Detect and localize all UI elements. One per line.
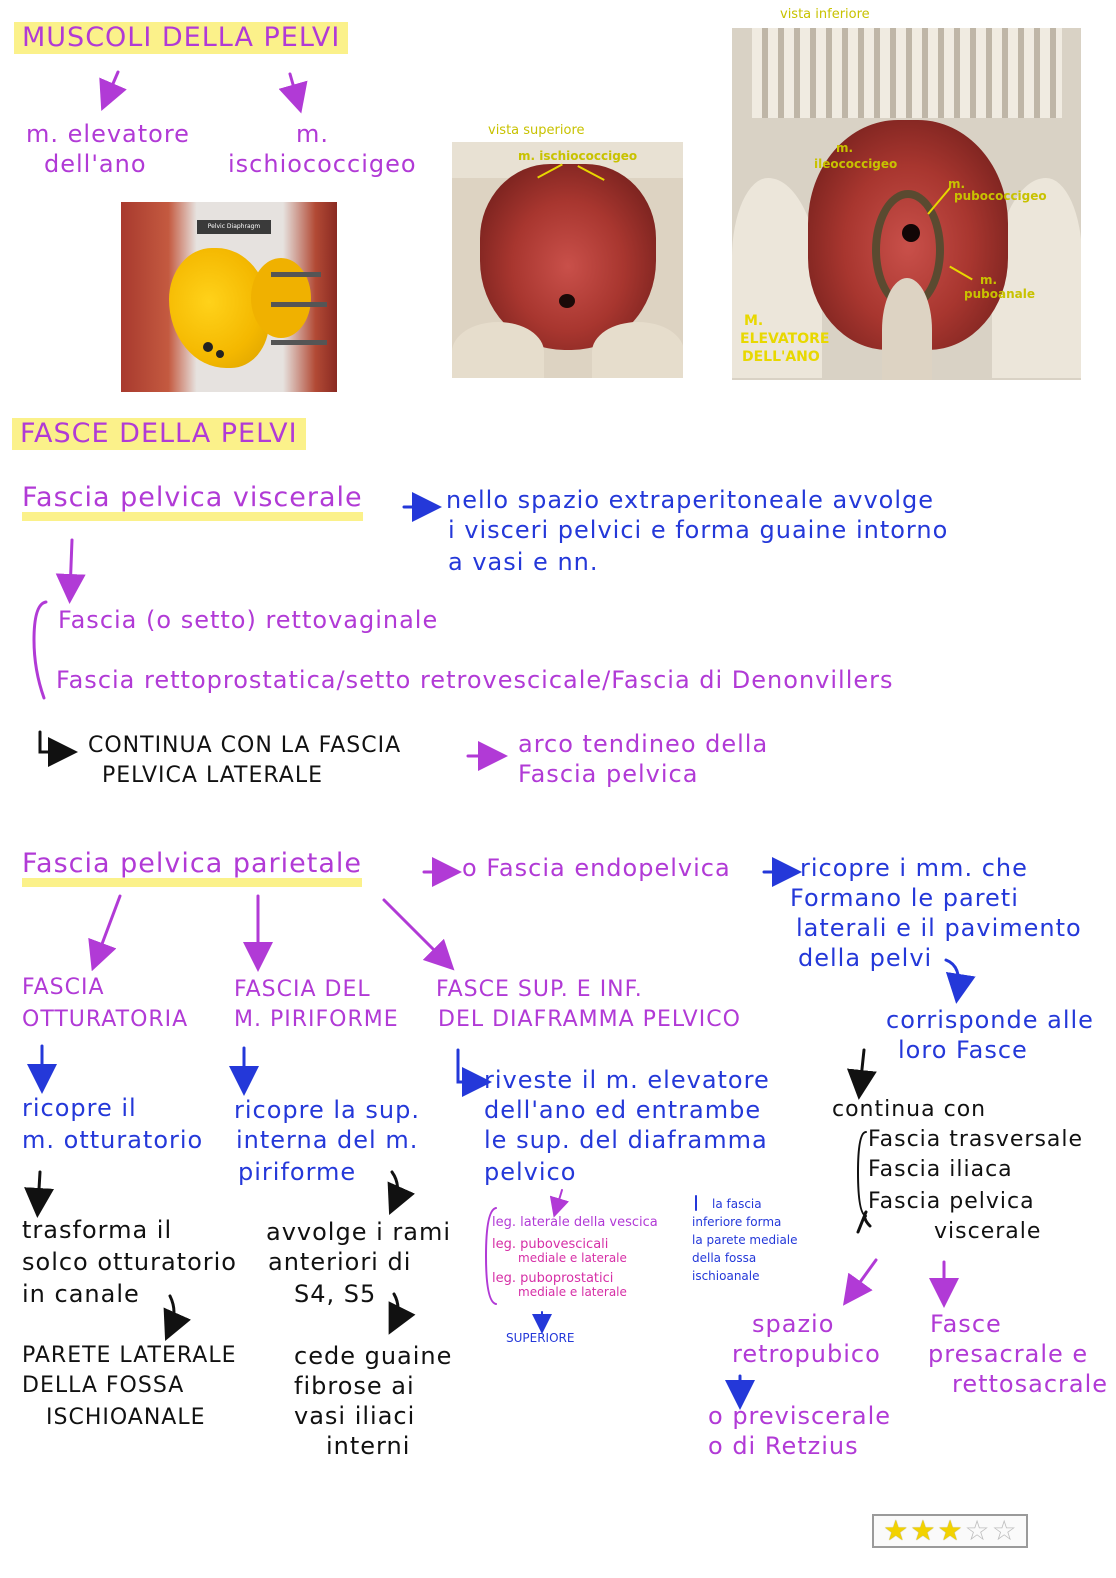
visc-continua-2: PELVICA LATERALE	[102, 763, 323, 788]
section-title-fasce: FASCE DELLA PELVI	[12, 418, 306, 451]
par-desc-4: della pelvi	[798, 944, 933, 972]
dia-desc-1: riveste il m. elevatore	[484, 1066, 770, 1094]
label-m-ileo: m.	[836, 141, 854, 155]
anatomy-image-superior-view: m. ischiococcigeo	[452, 142, 683, 378]
label-ischio: m.	[296, 120, 330, 148]
pir-title-1: FASCIA DEL	[234, 977, 371, 1002]
obt-f2: DELLA FOSSA	[22, 1373, 185, 1398]
dia-superiore: SUPERIORE	[506, 1331, 575, 1345]
fasce-presacrale-1: Fasce	[930, 1310, 1002, 1338]
obt-e3: in canale	[22, 1280, 140, 1308]
pir-desc-1: ricopre la sup.	[234, 1096, 420, 1124]
fasce-presacrale-2: presacrale e	[928, 1340, 1089, 1368]
heading-fascia-parietale: Fascia pelvica parietale	[22, 849, 362, 888]
pir-f1: cede guaine	[294, 1342, 453, 1370]
label-big-dellano: DELL'ANO	[742, 349, 820, 365]
par-cont-pelvica: Fascia pelvica	[868, 1189, 1035, 1214]
par-endopelvica: o Fascia endopelvica	[462, 854, 731, 882]
star-filled-icon: ★	[910, 1514, 936, 1547]
caption-vista-superiore: vista superiore	[488, 123, 585, 138]
visc-desc-2: i visceri pelvici e forma guaine intorno	[448, 516, 949, 544]
dia-leg-3b: mediale e laterale	[518, 1285, 627, 1299]
dia-desc-3: le sup. del diaframma	[484, 1126, 768, 1154]
star-empty-icon: ☆	[991, 1514, 1017, 1547]
obt-e1: trasforma il	[22, 1216, 173, 1244]
visc-arco-2: Fascia pelvica	[518, 760, 699, 788]
obt-desc-1: ricopre il	[22, 1094, 137, 1122]
dia-leg-2: leg. pubovescicali	[492, 1237, 609, 1252]
par-continua-con: continua con	[832, 1097, 987, 1122]
par-desc-1: ricopre i mm. che	[800, 854, 1028, 882]
obt-f3: ISCHIOANALE	[46, 1405, 206, 1430]
pir-title-2: M. PIRIFORME	[234, 1007, 399, 1032]
star-filled-icon: ★	[937, 1514, 963, 1547]
dia-title-1: FASCE SUP. E INF.	[436, 977, 643, 1002]
pir-f3: vasi iliaci	[294, 1402, 416, 1430]
dia-title-2: DEL DIAFRAMMA PELVICO	[438, 1007, 741, 1032]
par-cont-trasversale: Fascia trasversale	[868, 1127, 1084, 1152]
fasce-presacrale-3: rettosacrale	[952, 1370, 1109, 1398]
pir-e3: S4, S5	[294, 1280, 377, 1308]
section-title-muscoli: MUSCOLI DELLA PELVI	[14, 22, 349, 55]
par-desc-2: Formano le pareti	[790, 884, 1019, 912]
dia-desc-2: dell'ano ed entrambe	[484, 1096, 762, 1124]
pir-desc-2: interna del m.	[236, 1126, 419, 1154]
label-ischio-b: ischiococcigeo	[228, 150, 417, 178]
label-pubococcigeo-img: pubococcigeo	[954, 189, 1047, 203]
star-filled-icon: ★	[883, 1514, 909, 1547]
label-big-m: M.	[744, 313, 764, 329]
dia-r3: la parete mediale	[692, 1233, 798, 1247]
obt-desc-2: m. otturatorio	[22, 1126, 204, 1154]
visc-item-rettovaginale: Fascia (o setto) rettovaginale	[58, 606, 439, 634]
dia-desc-4: pelvico	[484, 1158, 577, 1186]
dia-leg-3: leg. puboprostatici	[492, 1271, 614, 1286]
dia-r1: la fascia	[712, 1197, 762, 1211]
label-puboanale-img: puboanale	[964, 287, 1035, 301]
caption-vista-inferiore: vista inferiore	[780, 7, 870, 22]
anatomy-image-inferior-view: m. ileococcigeo m. pubococcigeo m. puboa…	[732, 28, 1081, 380]
dia-r4: della fossa	[692, 1251, 757, 1265]
visc-arco-1: arco tendineo della	[518, 730, 769, 758]
dia-r2: inferiore forma	[692, 1215, 782, 1229]
spazio-2: retropubico	[732, 1340, 881, 1368]
obt-e2: solco otturatorio	[22, 1248, 237, 1276]
heading-fascia-viscerale: Fascia pelvica viscerale	[22, 483, 363, 522]
obt-title-2: OTTURATORIA	[22, 1007, 189, 1032]
pir-e2: anteriori di	[268, 1248, 412, 1276]
label-m-puboanale: m.	[980, 273, 998, 287]
dia-r5: ischioanale	[692, 1269, 760, 1283]
par-cont-iliaca: Fascia iliaca	[868, 1157, 1013, 1182]
pir-f2: fibrose ai	[294, 1372, 415, 1400]
par-corrisponde-2: loro Fasce	[898, 1036, 1028, 1064]
label-elevatore: m. elevatore	[26, 120, 190, 148]
obt-f1: PARETE LATERALE	[22, 1343, 237, 1368]
pir-desc-3: piriforme	[238, 1158, 357, 1186]
label-ileococcigeo-img: ileococcigeo	[814, 157, 898, 171]
spazio-4: o di Retzius	[708, 1432, 859, 1460]
visc-item-rettoprostatica: Fascia rettoprostatica/setto retrovescic…	[56, 666, 894, 694]
label-m-pubo: m.	[948, 177, 966, 191]
spazio-1: spazio	[752, 1310, 835, 1338]
rating-stars: ★★★☆☆	[872, 1514, 1028, 1548]
visc-desc-3: a vasi e nn.	[448, 548, 599, 576]
par-cont-viscerale: viscerale	[934, 1219, 1042, 1244]
star-empty-icon: ☆	[964, 1514, 990, 1547]
diagram-label-box: Pelvic Diaphragm	[197, 220, 271, 234]
par-corrisponde-1: corrisponde alle	[886, 1006, 1094, 1034]
par-desc-3: laterali e il pavimento	[796, 914, 1082, 942]
visc-continua-1: CONTINUA CON LA FASCIA	[88, 733, 402, 758]
pir-f4: interni	[326, 1432, 411, 1460]
label-ischiococcigeo-img: m. ischiococcigeo	[518, 149, 638, 163]
pir-e1: avvolge i rami	[266, 1218, 452, 1246]
visc-desc-1: nello spazio extraperitoneale avvolge	[446, 486, 935, 514]
label-elevatore-b: dell'ano	[44, 150, 147, 178]
obt-title-1: FASCIA	[22, 975, 105, 1000]
anatomy-image-pelvic-diaphragm: Pelvic Diaphragm	[121, 202, 337, 392]
label-big-elevatore: ELEVATORE	[740, 331, 830, 347]
dia-leg-1: leg. laterale della vescica	[492, 1215, 658, 1230]
dia-leg-2b: mediale e laterale	[518, 1251, 627, 1265]
spazio-3: o previscerale	[708, 1402, 891, 1430]
